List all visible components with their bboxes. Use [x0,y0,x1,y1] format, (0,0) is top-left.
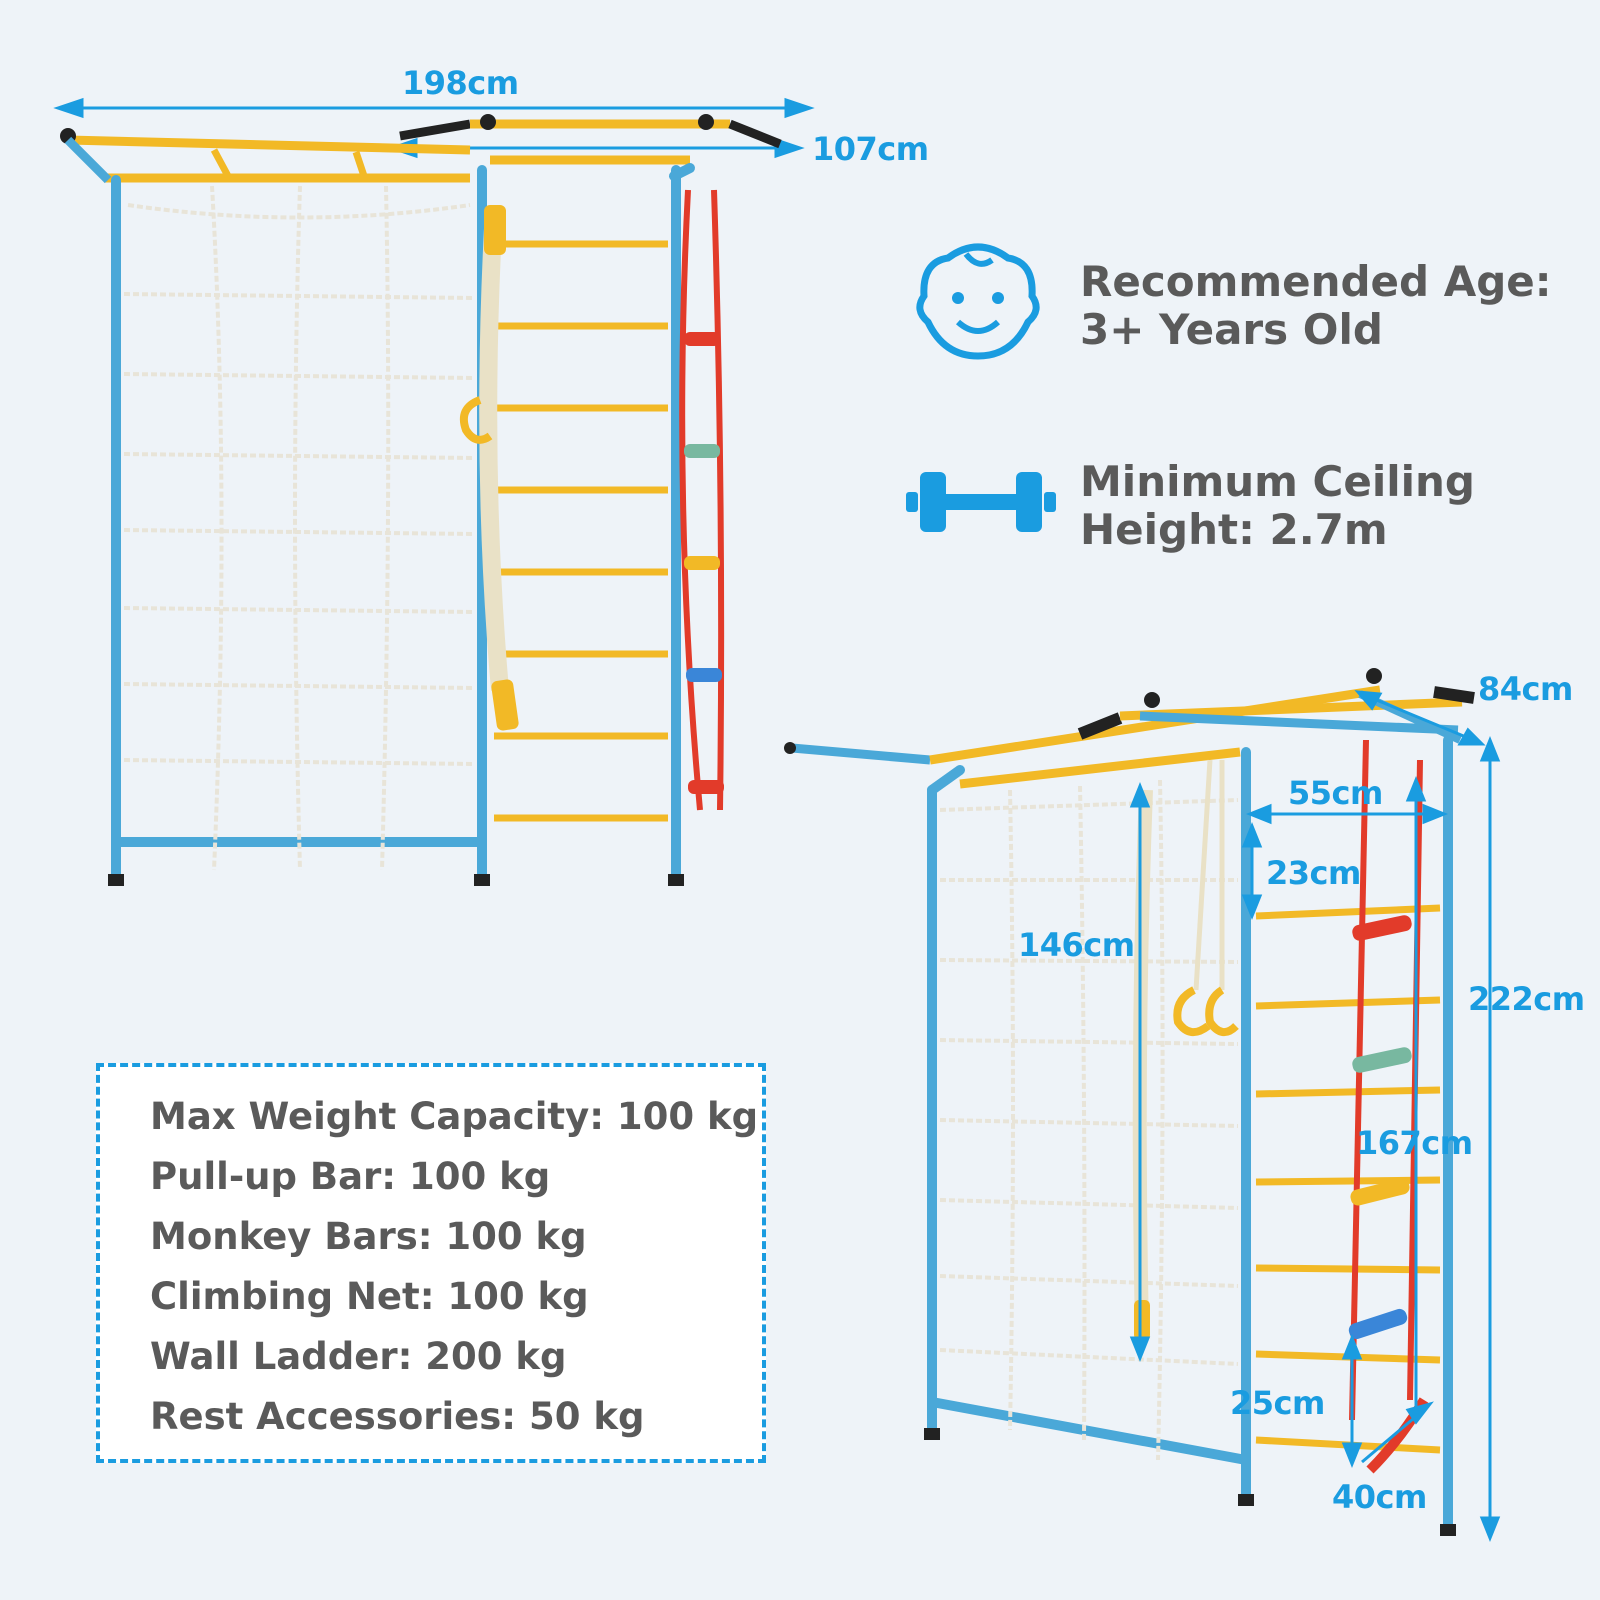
side-climbing-net [939,779,1239,1461]
front-wall-ladder [494,240,668,822]
spec-line-rest-accessories: Rest Accessories: 50 kg [150,1395,645,1438]
side-monkey-bars [784,668,1475,789]
side-ladder-offset-label: 55cm [1288,774,1383,812]
side-depth-label: 84cm [1478,670,1573,708]
side-swing-width-label: 40cm [1332,1478,1427,1516]
side-rung-spacing-label: 23cm [1266,854,1361,892]
feature-ceiling-text: Minimum Ceiling Height: 2.7m [1080,458,1475,554]
front-rope-ladder [679,189,725,811]
spec-line-monkey-bars: Monkey Bars: 100 kg [150,1215,587,1258]
spec-line-climbing-net: Climbing Net: 100 kg [150,1275,589,1318]
front-climbing-net [123,185,475,871]
baby-face-icon [916,243,1040,360]
side-height-label: 222cm [1468,980,1585,1018]
front-monkey-bars [60,114,782,184]
front-climbing-rope [459,205,519,731]
feature-age-line1: Recommended Age: [1080,257,1552,306]
front-depth-label: 107cm [812,130,929,168]
side-rope-length-label: 146cm [1018,926,1135,964]
dumbbell-icon [906,472,1056,532]
side-swing-height-label: 25cm [1230,1384,1325,1422]
spec-line-max-weight: Max Weight Capacity: 100 kg [150,1095,759,1138]
feature-age-text: Recommended Age: 3+ Years Old [1080,258,1552,354]
side-climbing-rope [1132,759,1239,1340]
feature-ceiling-line1: Minimum Ceiling [1080,457,1476,506]
side-dimension-arrows [1129,690,1501,1543]
side-frame-posts [927,735,1453,1535]
width-dimension-arrow [53,97,815,119]
front-width-label: 198cm [402,64,519,102]
feature-age-line2: 3+ Years Old [1080,305,1383,354]
feature-ceiling-line2: Height: 2.7m [1080,505,1388,554]
spec-line-pullup-bar: Pull-up Bar: 100 kg [150,1155,551,1198]
spec-line-wall-ladder: Wall Ladder: 200 kg [150,1335,567,1378]
side-rope-ladder-label: 167cm [1356,1124,1473,1162]
weight-capacity-box: Max Weight Capacity: 100 kg Pull-up Bar:… [96,1063,766,1463]
